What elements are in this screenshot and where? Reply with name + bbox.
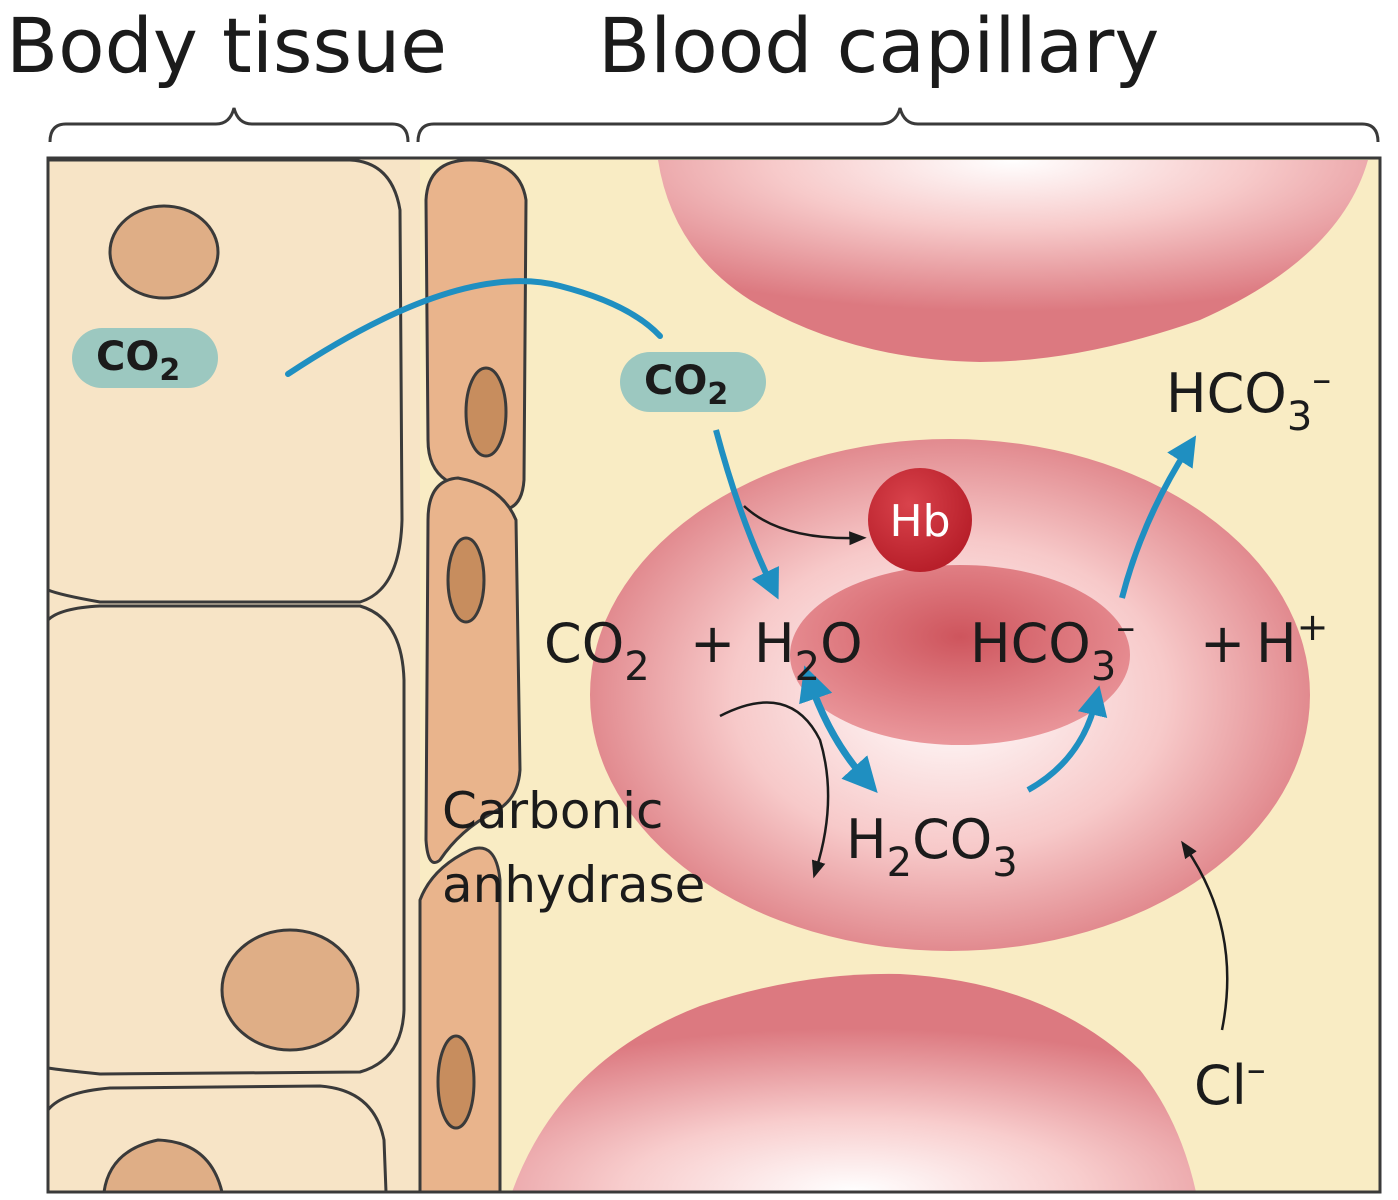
label-carbonic-anhydrase: Carbonic <box>442 782 664 840</box>
tissue-cells <box>46 158 406 1193</box>
co2-tissue-pill: CO2 <box>72 328 218 388</box>
label-hco3-plasma: HCO3– <box>1166 357 1331 440</box>
arrow-h2co3-to-hco3 <box>1026 685 1108 793</box>
co2-plasma-pill: CO2 <box>620 352 766 412</box>
tissue-nucleus-3 <box>102 1138 224 1194</box>
svg-text:Hb: Hb <box>889 496 950 547</box>
arrow-chloride-into-rbc <box>1181 840 1229 1031</box>
arrow-hco3-out-of-rbc <box>1119 435 1197 599</box>
label-h2co3: H2CO3 <box>846 808 1018 886</box>
tissue-cell-bottom <box>46 1084 388 1193</box>
label-plus-2: + <box>1200 612 1245 675</box>
brace-blood-capillary <box>416 107 1380 143</box>
svg-text:CO2: CO2 <box>644 358 728 412</box>
endothelial-cell-top <box>424 158 528 512</box>
header-blood-capillary: Blood capillary <box>598 1 1159 90</box>
red-blood-cell-top <box>658 160 1368 362</box>
diffusion-arrow-tissue-to-plasma <box>285 278 663 377</box>
header-body-tissue: Body tissue <box>6 1 447 90</box>
tissue-nucleus-1 <box>108 204 220 300</box>
label-co2: CO2 <box>544 612 650 690</box>
label-plus-1: + <box>690 612 735 675</box>
endothelial-nucleus-3 <box>436 1034 476 1130</box>
label-h2o: H2O <box>754 612 863 690</box>
diagram-frame <box>46 156 1382 1194</box>
svg-text:CO2: CO2 <box>96 334 180 388</box>
label-chloride: Cl– <box>1194 1047 1266 1117</box>
arrow-carbonic-anhydrase-curve <box>719 701 830 879</box>
endothelial-nucleus-1 <box>464 366 508 458</box>
label-h-plus: H+ <box>1256 605 1328 675</box>
red-blood-cell-bottom <box>512 973 1196 1192</box>
endothelial-nucleus-2 <box>446 536 486 624</box>
brace-body-tissue <box>48 107 410 143</box>
label-carbonic-anhydrase-line2: anhydrase <box>442 856 705 914</box>
arrow-reversible-co2-h2co3 <box>799 665 878 794</box>
tissue-nucleus-2 <box>220 928 360 1052</box>
arrow-co2-into-rbc <box>713 429 779 600</box>
arrow-co2-to-hb <box>743 505 867 546</box>
hemoglobin: Hb <box>868 468 972 572</box>
label-hco3-cell: HCO3– <box>970 605 1135 690</box>
